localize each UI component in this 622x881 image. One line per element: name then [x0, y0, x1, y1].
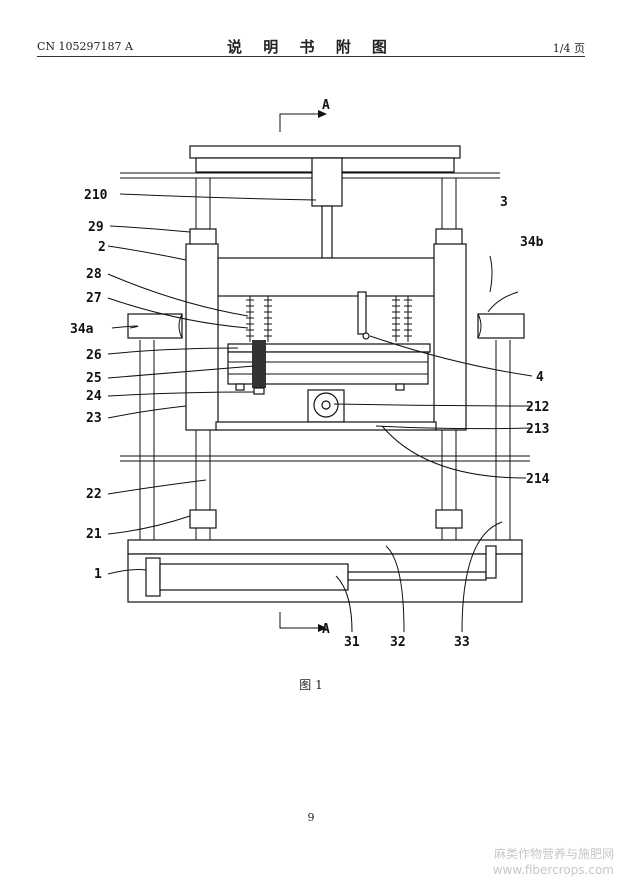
- label-29: 29: [88, 220, 104, 235]
- side-rail-34a: [127, 313, 183, 339]
- label-22: 22: [86, 487, 102, 502]
- label-33: 33: [454, 635, 470, 650]
- watermark-line-1: 麻类作物营养与施肥网: [493, 847, 614, 861]
- label-27: 27: [86, 291, 102, 306]
- upright-left: [185, 243, 219, 431]
- page-number: 9: [307, 811, 315, 824]
- leader-lines: [107, 193, 533, 633]
- sleeve-21-right: [435, 509, 463, 529]
- section-letter-top: A: [322, 98, 330, 113]
- page-title: 说 明 书 附 图: [227, 38, 395, 56]
- watermark: 麻类作物营养与施肥网 www.fibercrops.com: [493, 846, 614, 878]
- label-4: 4: [536, 370, 544, 385]
- top-plate: [120, 145, 500, 179]
- collar-29-right: [435, 228, 463, 246]
- label-24: 24: [86, 389, 102, 404]
- break-lines: [120, 455, 530, 462]
- header-rule: [37, 56, 585, 57]
- label-212: 212: [526, 400, 549, 415]
- sleeve-21-left: [189, 509, 217, 529]
- label-21: 21: [86, 527, 102, 542]
- hydraulic-cylinder: [145, 545, 497, 597]
- collar-29-left: [189, 228, 217, 246]
- section-letter-bottom: A: [322, 622, 330, 637]
- label-34a: 34a: [70, 322, 94, 337]
- label-31: 31: [344, 635, 360, 650]
- label-34b: 34b: [520, 235, 544, 250]
- label-2: 2: [98, 240, 106, 255]
- springs: [246, 296, 412, 342]
- upper-crossbeam: [215, 257, 437, 297]
- label-26: 26: [86, 348, 102, 363]
- label-213: 213: [526, 422, 549, 437]
- part-labels: 210 29 2 3 34b 28 27 34a 26 25 4 24 212 …: [70, 188, 550, 650]
- label-25: 25: [86, 371, 102, 386]
- label-3: 3: [500, 195, 508, 210]
- label-214: 214: [526, 472, 550, 487]
- section-marker-bottom: A: [279, 612, 330, 637]
- label-23: 23: [86, 411, 102, 426]
- label-28: 28: [86, 267, 102, 282]
- label-1: 1: [94, 567, 102, 582]
- page-indicator: 1/4 页: [552, 42, 585, 55]
- upright-right: [433, 243, 467, 431]
- hook-4: [357, 291, 370, 340]
- watermark-line-2: www.fibercrops.com: [492, 863, 614, 877]
- label-210: 210: [84, 188, 108, 203]
- cylinder-210: [311, 157, 343, 259]
- lower-crossbeam: [215, 421, 437, 431]
- side-rail-34b: [477, 313, 525, 339]
- section-marker-top: A: [279, 98, 330, 132]
- label-32: 32: [390, 635, 406, 650]
- bolt-26: [252, 340, 266, 395]
- roller-212: [307, 389, 345, 423]
- figure-caption: 图 1: [299, 678, 323, 692]
- patent-number: CN 105297187 A: [37, 40, 133, 53]
